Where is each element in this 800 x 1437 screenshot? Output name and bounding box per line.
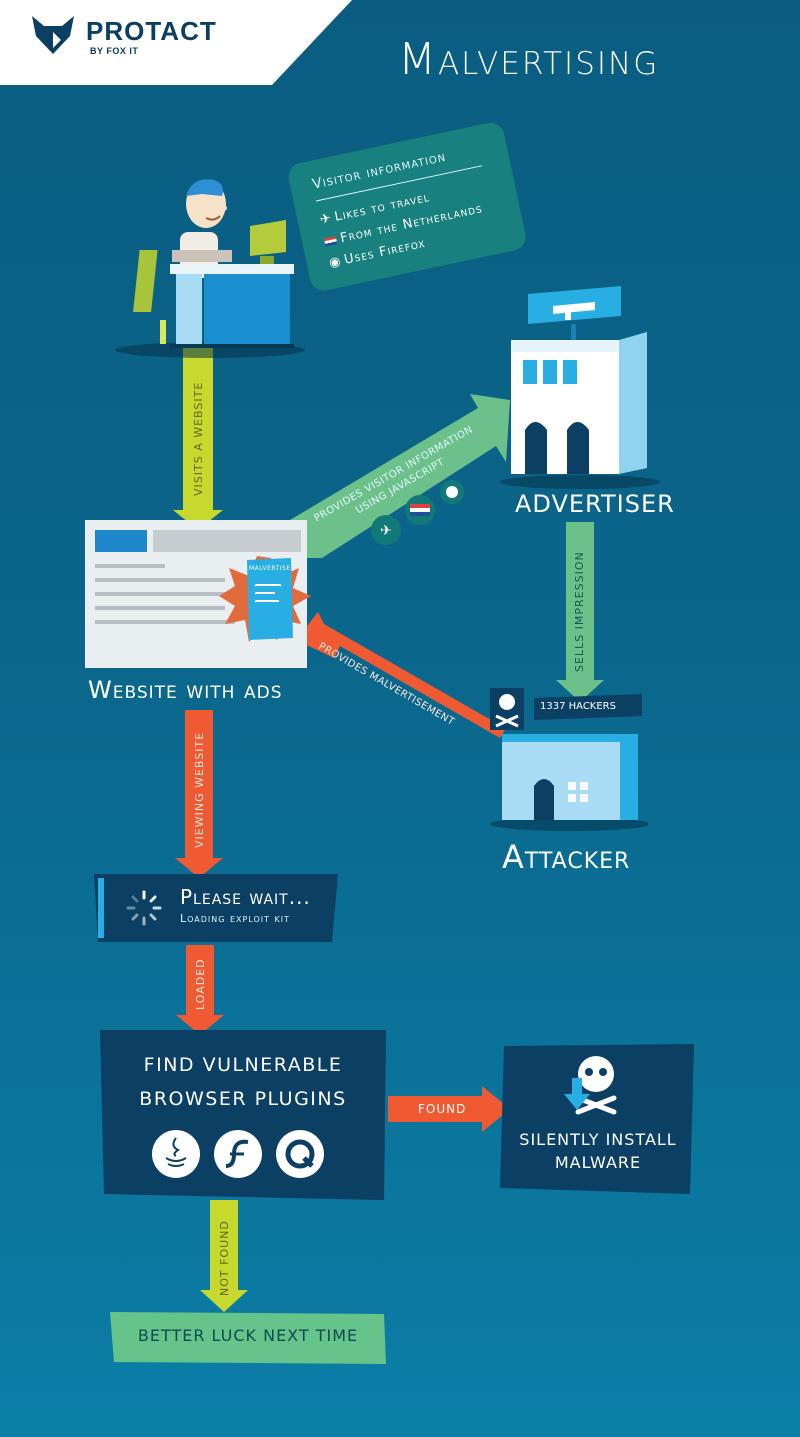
website-label: Website with ads [88, 676, 283, 704]
gavel-icon [565, 308, 571, 320]
java-icon [152, 1130, 200, 1178]
edge-found-label: FOUND [418, 1102, 467, 1116]
svg-text:✈: ✈ [380, 523, 392, 539]
loading-spinner-icon [126, 890, 162, 926]
skull-icon [499, 694, 515, 710]
better-luck-box [110, 1312, 386, 1364]
attacker-building-illustration [490, 688, 648, 831]
flash-icon [214, 1130, 262, 1178]
attacker-label: Attacker [502, 838, 631, 876]
attacker-sign-label: 1337 HACKERS [540, 701, 616, 712]
loading-kit-label: Loading exploit kit [180, 912, 291, 925]
arrow-viewing-website [175, 710, 223, 878]
please-wait-box [94, 874, 338, 942]
website-mockup [85, 520, 311, 668]
malware-skull-download-icon [564, 1056, 617, 1115]
advertiser-label: ADVERTISER [515, 490, 675, 518]
arrow-provides-info [290, 394, 510, 558]
arrow-provides-malvert [296, 612, 506, 738]
quicktime-icon [276, 1130, 324, 1178]
find-plugins-text: FIND VULNERABLE BROWSER PLUGINS [139, 1054, 347, 1110]
advertiser-building-illustration [500, 286, 660, 489]
brand-name: PROTACT [86, 16, 217, 46]
page-title: Malvertising [398, 34, 660, 85]
visitor-at-desk-illustration [115, 179, 305, 358]
arrow-found [388, 1086, 510, 1132]
fox-logo-icon [32, 16, 74, 54]
netherlands-flag-icon [323, 235, 338, 247]
arrow-sells-impression [556, 522, 604, 702]
edge-visits-label: VISITS A WEBSITE [192, 381, 205, 496]
plugin-icons [152, 1130, 324, 1178]
edge-sells-label: SELLS IMPRESSION [573, 551, 586, 672]
brand-byline: BY FOX IT [90, 46, 139, 56]
silently-install-box [500, 1044, 694, 1194]
firefox-icon: ◉ [327, 253, 342, 271]
please-wait-label: Please wait... [180, 885, 311, 909]
edge-loaded-label: LOADED [194, 958, 207, 1010]
malvertise-ad-label: MALVERTISE [249, 565, 291, 572]
edge-not-found-label: NOT FOUND [218, 1220, 231, 1296]
better-luck-label: BETTER LUCK NEXT TIME [137, 1326, 359, 1345]
edge-viewing-label: VIEWING WEBSITE [193, 731, 206, 848]
logo-banner [0, 0, 352, 85]
silently-install-text: SILENTLY INSTALL MALWARE [519, 1130, 677, 1172]
arrow-not-found [200, 1200, 248, 1312]
arrow-loaded [176, 945, 224, 1035]
info-circles: ✈ [371, 480, 464, 545]
airplane-icon: ✈ [318, 211, 333, 228]
